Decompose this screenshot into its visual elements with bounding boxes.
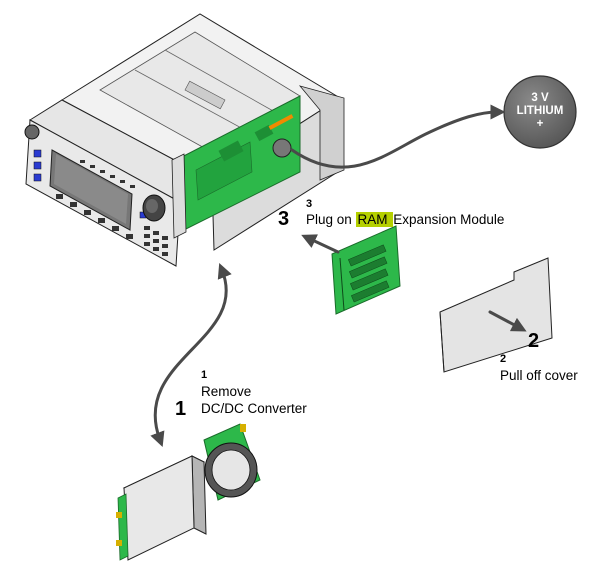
step3-suffix: Expansion Module: [393, 212, 505, 227]
arrows: [150, 104, 527, 448]
step3-highlight: RAM: [355, 212, 394, 227]
step1-line2: DC/DC Converter: [201, 401, 307, 416]
step1-big-number: 1: [175, 398, 187, 420]
step3-big-number: 3: [278, 208, 290, 230]
arrow-to-battery: [290, 104, 506, 169]
radio-unit: [24, 13, 345, 267]
battery-label: 3 V LITHIUM +: [510, 92, 570, 131]
step2-instruction: Pull off cover: [500, 368, 578, 383]
ram-expansion-module: [331, 225, 401, 315]
arrow-pull-cover: [488, 310, 527, 332]
step3-instruction: Plug on RAM Expansion Module: [306, 212, 504, 228]
arrow-ram-module: [301, 234, 340, 254]
step2-big-number: 2: [528, 330, 540, 352]
arrow-remove-dcdc: [150, 263, 232, 448]
step3-prefix: Plug on: [306, 212, 356, 227]
step1-line1: Remove: [201, 384, 252, 399]
step3-small-number: 3: [306, 198, 313, 210]
battery-polarity: +: [536, 118, 544, 130]
dc-dc-converter: [116, 423, 261, 561]
battery-voltage: 3 V: [531, 92, 549, 104]
battery-type: LITHIUM: [516, 105, 564, 117]
step1-small-number: 1: [201, 369, 208, 381]
step2-small-number: 2: [500, 353, 507, 365]
